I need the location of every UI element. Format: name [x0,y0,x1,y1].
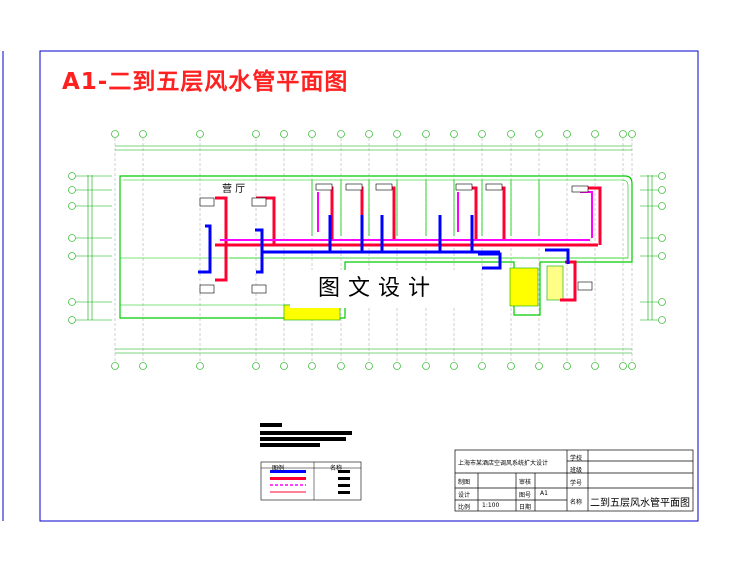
sheet-name: 二到五层风水管平面图 [590,498,690,509]
column-bubble [196,362,204,370]
column-axis-bubbles [111,130,636,370]
column-bubble [628,362,636,370]
fan-coil-unit [455,183,473,191]
row-bubble [658,186,666,194]
row-bubble [658,234,666,242]
column-bubble [393,362,401,370]
column-bubble [280,362,288,370]
row-bubble [68,172,76,180]
building-outline-inner [120,179,629,259]
column-bubble [535,362,543,370]
row-label-design: 设计 [458,492,471,499]
drawing-number-value: A1 [540,490,548,497]
review-label: 审核 [519,479,532,486]
column-bubble [393,130,401,138]
column-bubble [450,362,458,370]
room-label-lobby: 营 厅 [222,184,246,195]
row-bubble [68,298,76,306]
left-dimension-grid [87,175,653,320]
column-bubble [422,362,430,370]
row-bubble [68,186,76,194]
column-bubble [139,130,147,138]
fan-coil-unit [345,183,363,191]
fan-coil-unit [315,183,333,191]
column-bubble [337,130,345,138]
return-air-duct [220,191,593,241]
column-bubble [365,362,373,370]
fan-coil-unit [485,183,503,191]
student-number-label: 学号 [570,480,583,487]
drawing-title: A1-二到五层风水管平面图 [62,69,349,95]
column-bubble [111,130,119,138]
column-grid-lines [114,138,633,362]
row-bubble [658,202,666,210]
row-bubble [68,316,76,324]
column-bubble [591,130,599,138]
column-bubble [450,130,458,138]
column-bubble [139,362,147,370]
room-partitions [311,180,540,236]
column-bubble [619,362,627,370]
row-bubble [658,316,666,324]
chilled-water-pipe [198,215,570,274]
row-bubble [658,252,666,260]
scale-value: 1:100 [482,502,500,509]
column-bubble [535,130,543,138]
legend-header-name: 名称 [330,465,343,472]
school-label: 学校 [570,455,583,462]
fan-coil-unit [251,284,267,294]
drawing-number-label: 图号 [519,492,532,499]
fan-coil-unit [577,281,593,291]
fan-coil-unit [571,185,589,193]
fan-coil-unit [199,197,215,207]
building-outline [119,175,633,319]
column-bubble [422,130,430,138]
notes-block [260,423,352,447]
column-bubble [252,130,260,138]
date-label: 日期 [519,504,532,511]
row-bubble [658,298,666,306]
column-bubble [252,362,260,370]
column-bubble [478,130,486,138]
row-axis-bubbles [68,172,666,324]
project-name: 上海市某酒店空调风系统扩大设计 [458,460,549,467]
fan-coil-units [199,183,593,294]
row-bubble [68,202,76,210]
row-label-scale: 比例 [458,504,471,511]
column-bubble [337,362,345,370]
column-bubble [563,362,571,370]
row-bubble [68,234,76,242]
stair-core [283,265,564,321]
column-bubble [563,130,571,138]
legend-table [260,461,362,501]
watermark-text: 图文设计 [290,270,466,308]
column-bubble [308,130,316,138]
title-block-frame [454,449,694,512]
sheet-name-label: 名称 [570,499,583,506]
column-bubble [478,362,486,370]
column-bubble [619,130,627,138]
drawing-frame [39,50,699,522]
column-bubble [280,130,288,138]
class-label: 班级 [570,467,583,474]
column-bubble [507,130,515,138]
row-bubble [68,252,76,260]
column-bubble [507,362,515,370]
column-bubble [591,362,599,370]
column-bubble [628,130,636,138]
top-dimension-grid [115,145,632,354]
fan-coil-unit [251,197,267,207]
fan-coil-unit [199,284,215,294]
column-bubble [111,362,119,370]
legend-header-symbol: 图例 [272,465,285,472]
row-label-drafting: 制图 [458,479,471,486]
row-bubble [658,172,666,180]
column-bubble [196,130,204,138]
column-bubble [365,130,373,138]
fan-coil-unit [375,183,393,191]
column-bubble [308,362,316,370]
